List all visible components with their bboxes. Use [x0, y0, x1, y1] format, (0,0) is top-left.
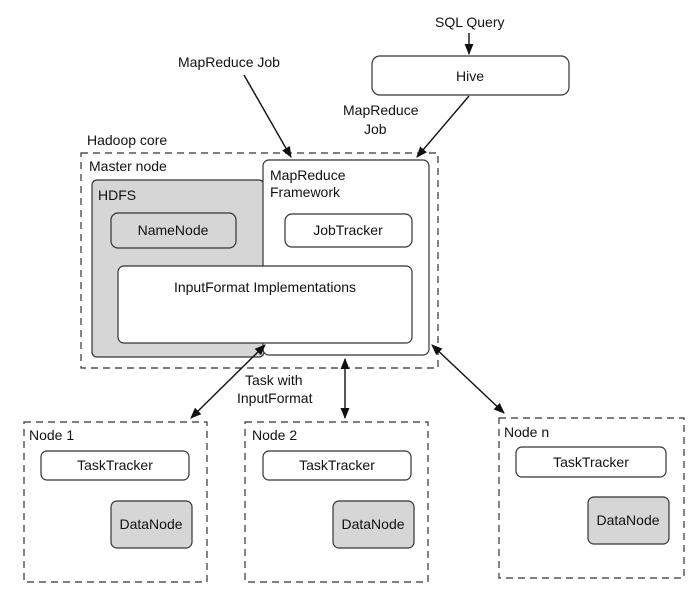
master-node-label: Master node — [89, 158, 167, 174]
node-1-label: Node 1 — [29, 427, 74, 443]
node-1-datanode-label: DataNode — [119, 516, 182, 532]
hive-to-framework-arrow — [416, 95, 470, 158]
mapreduce-framework-label-2: Framework — [270, 184, 341, 200]
node-n-datanode-box — [587, 496, 670, 545]
task-with-inputformat-label-1: Task with — [245, 372, 303, 388]
mapreduce-job-label: MapReduce Job — [178, 54, 280, 70]
hive-label: Hive — [456, 68, 484, 84]
node-n-tasktracker-box — [515, 446, 667, 478]
task-with-inputformat-label-2: InputFormat — [237, 390, 313, 406]
namenode-box — [110, 212, 237, 249]
sql-query-label: SQL Query — [435, 14, 505, 30]
jobtracker-box — [284, 213, 413, 248]
node-n-task-arrow — [431, 344, 505, 414]
inputformat-implementations-box — [117, 265, 413, 344]
node-1-tasktracker-box — [40, 450, 190, 481]
node-2-tasktracker-label: TaskTracker — [299, 457, 375, 473]
jobtracker-label: JobTracker — [313, 222, 383, 238]
node-2-datanode-box — [332, 500, 415, 549]
hdfs-label: HDFS — [98, 187, 136, 203]
node-2-label: Node 2 — [252, 427, 297, 443]
node-n-label: Node n — [504, 424, 549, 440]
hive-box — [371, 55, 570, 96]
mapreduce-framework-label-1: MapReduce — [270, 167, 346, 183]
node-2-datanode-label: DataNode — [341, 516, 404, 532]
node-1-task-arrow — [190, 344, 266, 419]
node-n-tasktracker-label: TaskTracker — [553, 454, 629, 470]
node-1-datanode-box — [110, 500, 193, 549]
hadoop-core-label: Hadoop core — [87, 132, 167, 148]
inputformat-implementations-label: InputFormat Implementations — [174, 279, 356, 295]
namenode-label: NameNode — [138, 222, 209, 238]
node-n-datanode-label: DataNode — [596, 512, 659, 528]
mapreduce-job-from-hive-label-2: Job — [364, 121, 387, 137]
mapreduce-job-from-hive-label-1: MapReduce — [343, 102, 419, 118]
mapreduce-job-arrow — [243, 74, 292, 158]
node-2-tasktracker-box — [262, 450, 412, 481]
node-1-tasktracker-label: TaskTracker — [77, 457, 153, 473]
